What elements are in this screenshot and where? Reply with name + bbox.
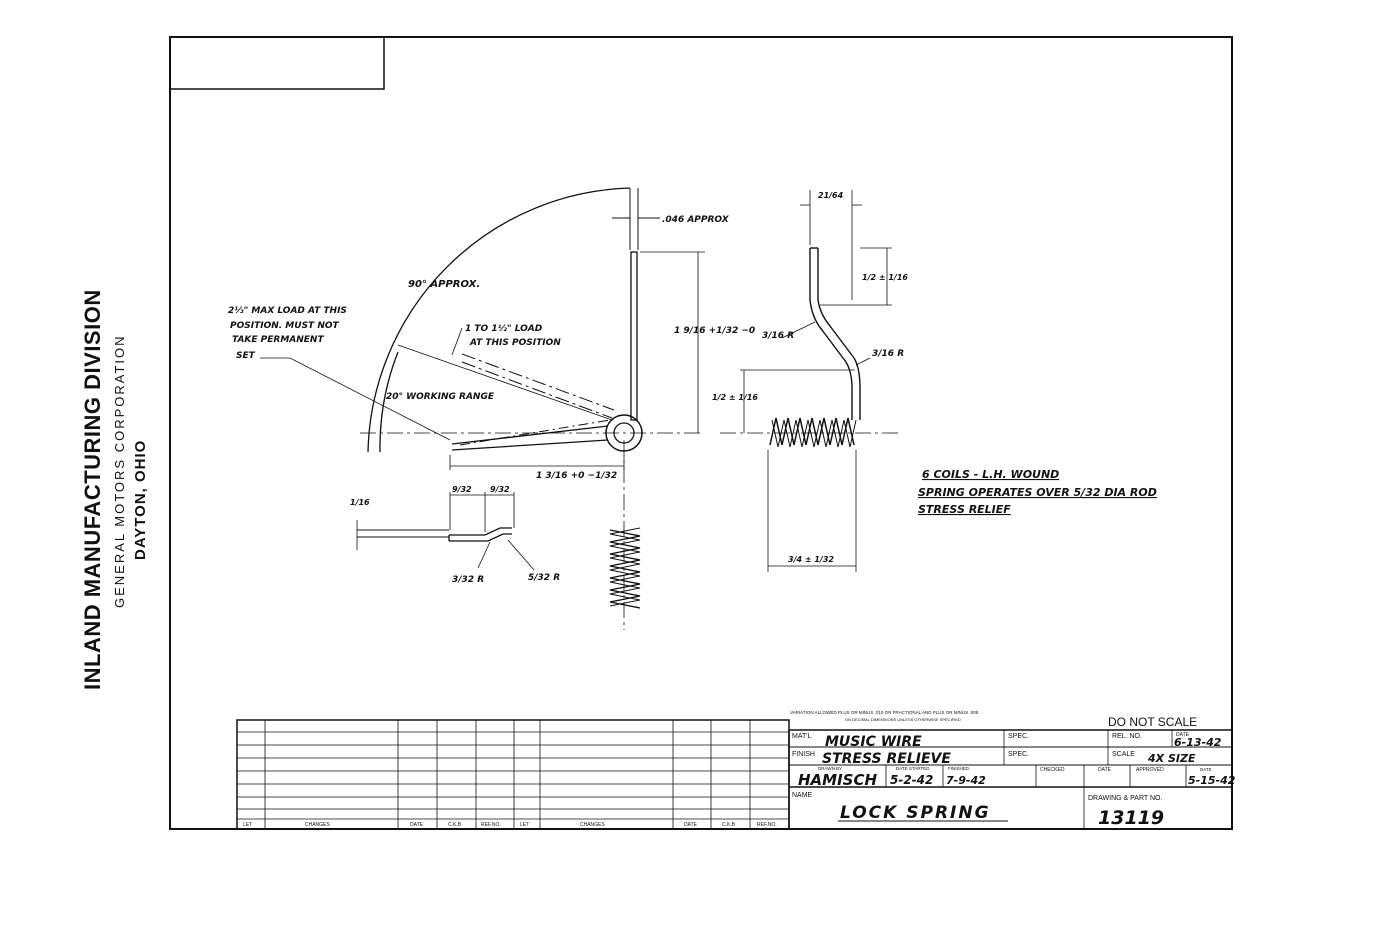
rev-header-date-2: DATE xyxy=(684,822,698,828)
rev-header-changes-1: CHANGES xyxy=(305,822,330,828)
radius-5-32: 5/32 R xyxy=(528,573,560,583)
finish-label: FINISH xyxy=(792,751,815,758)
date-label-1: DATE xyxy=(1176,732,1190,738)
dim-height: 1 9/16 +1/32 −0 xyxy=(674,326,755,336)
dim-1-16: 1/16 xyxy=(350,498,370,507)
max-load-line-4: SET xyxy=(236,351,256,361)
finish-value: STRESS RELIEVE xyxy=(822,751,951,767)
bottom-detail-view xyxy=(356,492,641,609)
rev-header-changes-2: CHANGES xyxy=(580,822,605,828)
approved-label: APPROVED xyxy=(1136,767,1164,773)
finished-value: 7-9-42 xyxy=(946,774,986,787)
dim-9-32-b: 9/32 xyxy=(490,485,510,494)
side-spring-view xyxy=(720,190,900,572)
finished-label: FINISHED xyxy=(948,766,970,771)
matl-value: MUSIC WIRE xyxy=(825,734,922,750)
note-stress: STRESS RELIEF xyxy=(918,503,1011,516)
radius-right: 3/16 R xyxy=(872,349,904,359)
max-load-line-1: 2⅓" MAX LOAD AT THIS xyxy=(228,306,347,316)
drawn-by-label: DRAWN BY xyxy=(818,766,842,771)
main-spring-view xyxy=(260,187,705,630)
rev-header-refno-2: REF.NO. xyxy=(757,822,777,828)
rev-header-date-1: DATE xyxy=(410,822,424,828)
max-load-line-2: POSITION. MUST NOT xyxy=(230,321,340,331)
note-coils: 6 COILS - L.H. WOUND xyxy=(922,468,1059,481)
date-label-2: DATE xyxy=(1098,767,1112,773)
vertical-arm xyxy=(630,251,638,421)
revision-headers: LET CHANGES DATE C.K.B REF.NO. LET CHANG… xyxy=(243,822,777,828)
dim-length: 1 3/16 +0 −1/32 xyxy=(536,471,617,481)
max-load-line-3: TAKE PERMANENT xyxy=(232,335,324,345)
rev-header-refno-1: REF.NO. xyxy=(481,822,501,828)
radius-3-32: 3/32 R xyxy=(452,575,484,585)
radius-left: 3/16 R xyxy=(762,331,794,341)
checked-label: CHECKED xyxy=(1040,767,1065,773)
title-block xyxy=(788,729,1232,829)
spec-label-1: SPEC. xyxy=(1008,733,1029,740)
dim-046: .046 APPROX xyxy=(662,215,730,225)
dim-21-64: 21/64 xyxy=(818,191,844,200)
rev-header-let-1: LET xyxy=(243,822,252,828)
rev-header-ckb-2: C.K.B xyxy=(722,822,736,828)
matl-label: MAT'L xyxy=(792,733,812,740)
part-no-value: 13119 xyxy=(1098,807,1164,829)
name-label: NAME xyxy=(792,792,813,799)
scale-label: SCALE xyxy=(1112,751,1135,758)
scale-value: 4X SIZE xyxy=(1147,752,1196,765)
rev-header-let-2: LET xyxy=(520,822,529,828)
date-value-1: 6-13-42 xyxy=(1174,736,1222,749)
dim-9-32-a: 9/32 xyxy=(452,485,472,494)
tolerance-note-1: VARIATION ALLOWED PLUS OR MINUS .010 ON … xyxy=(790,710,979,715)
dim-3-4: 3/4 ± 1/32 xyxy=(788,555,834,564)
label-working-range: 20° WORKING RANGE xyxy=(386,392,495,402)
date-started-label: DATE STARTED xyxy=(896,766,930,771)
date-started-value: 5-2-42 xyxy=(890,773,933,787)
load-line-1: 1 TO 1½" LOAD xyxy=(465,324,543,334)
part-no-label: DRAWING & PART NO. xyxy=(1088,795,1162,802)
label-angle-90: 90° APPROX. xyxy=(408,279,480,290)
tolerance-note-2: ON DECIMAL DIMENSIONS UNLESS OTHERWISE S… xyxy=(845,717,961,722)
dim-half-mid: 1/2 ± 1/16 xyxy=(712,393,758,402)
drawn-by-value: HAMISCH xyxy=(798,771,877,789)
date-value-3: 5-15-42 xyxy=(1188,774,1236,787)
angle-arc-90 xyxy=(367,187,631,453)
spec-label-2: SPEC. xyxy=(1008,751,1029,758)
coil-bottom xyxy=(609,529,641,609)
name-value: LOCK SPRING xyxy=(840,803,991,823)
revision-table xyxy=(236,719,790,830)
do-not-scale: DO NOT SCALE xyxy=(1108,715,1197,729)
corner-box xyxy=(169,36,385,90)
rev-header-ckb-1: C.K.B xyxy=(448,822,462,828)
drawing-border xyxy=(169,36,1233,830)
load-line-2: AT THIS POSITION xyxy=(469,338,561,348)
rel-no-label: REL. NO. xyxy=(1112,733,1142,740)
dim-half-top: 1/2 ± 1/16 xyxy=(862,273,908,282)
date-label-3: DATE xyxy=(1200,767,1212,772)
note-operates: SPRING OPERATES OVER 5/32 DIA ROD xyxy=(918,486,1157,499)
